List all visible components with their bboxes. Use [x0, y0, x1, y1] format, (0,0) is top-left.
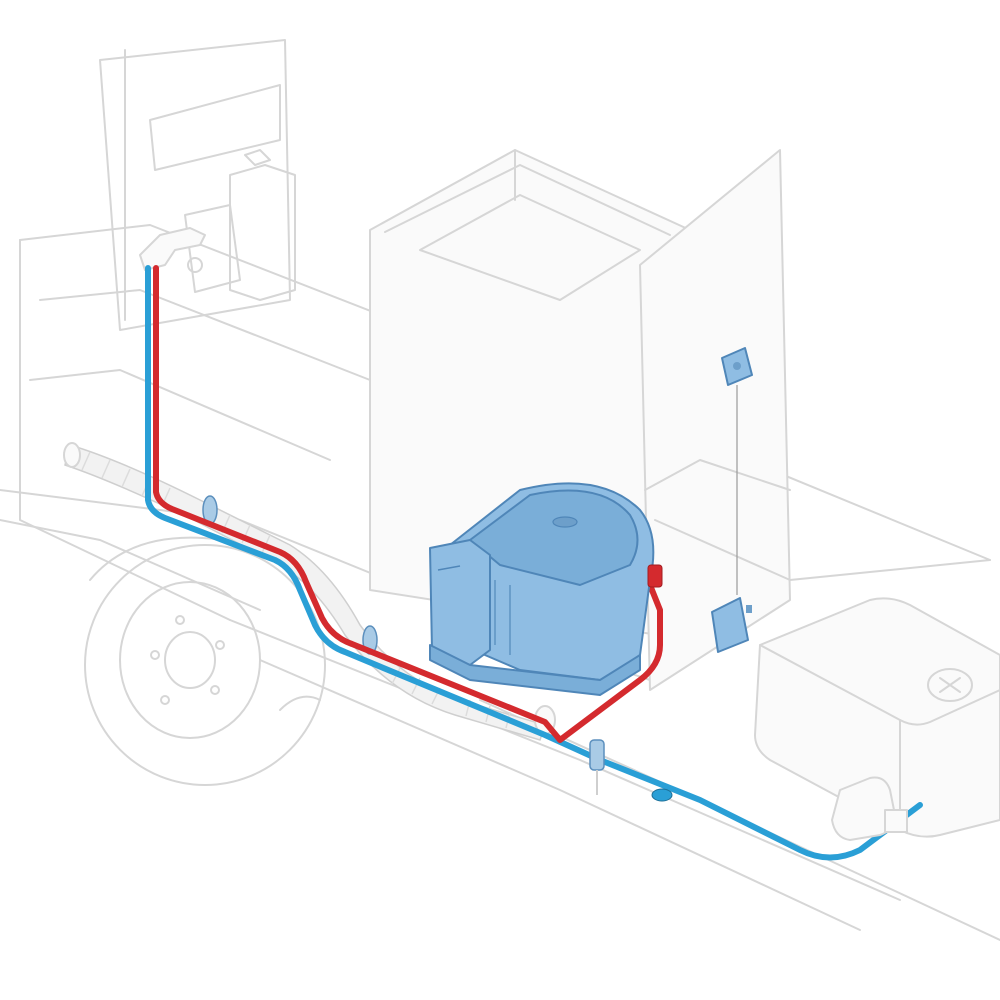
fuel-pump — [589, 739, 673, 802]
rear-wheel — [84, 536, 326, 786]
heater-unit — [429, 482, 663, 696]
control-panel — [721, 347, 753, 595]
combustion-air-intake — [139, 227, 206, 273]
fuel-filter — [831, 776, 908, 841]
fuel-tank — [754, 597, 1000, 838]
hot-line — [153, 265, 663, 743]
fuse-box — [711, 597, 752, 653]
